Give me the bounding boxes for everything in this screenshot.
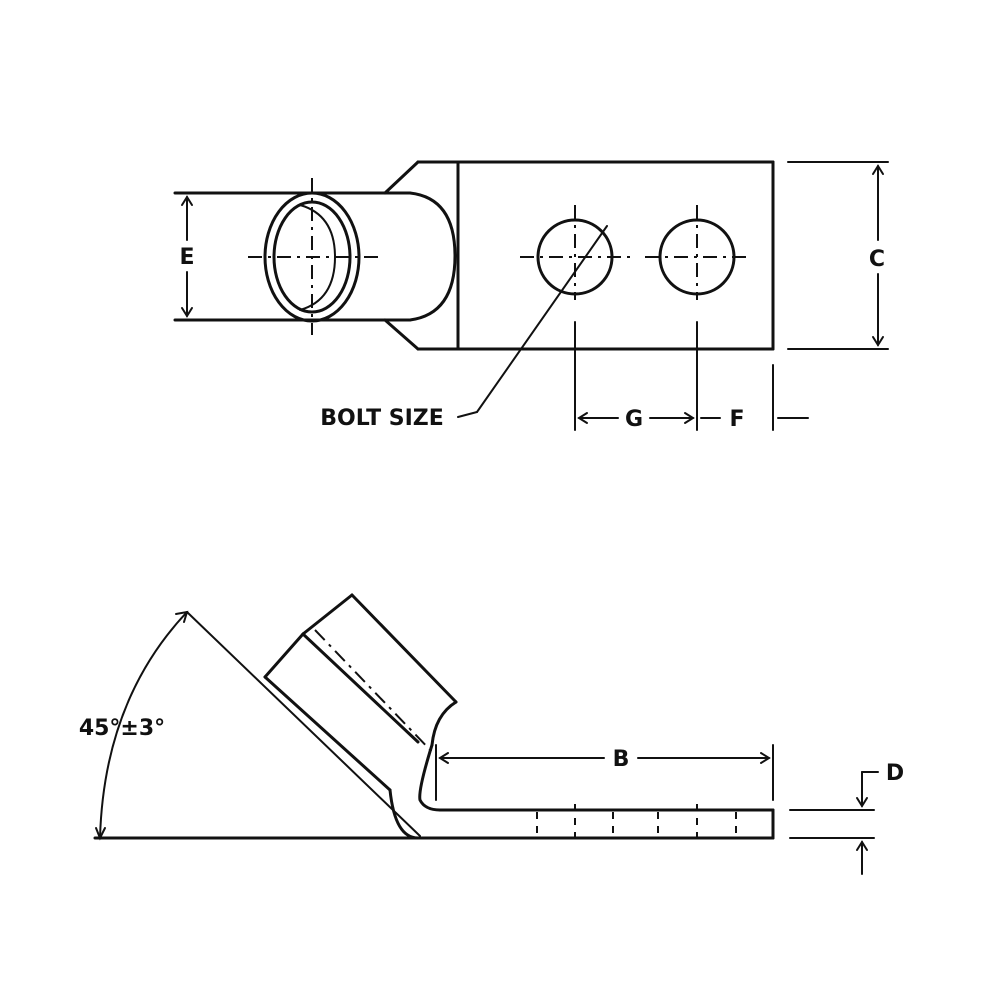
barrel: [173, 178, 457, 335]
dimension-c: C: [787, 161, 889, 350]
bolt-hole-1: [520, 205, 630, 300]
bent-tongue: [388, 743, 775, 846]
bolt-size-callout: BOLT SIZE: [320, 225, 608, 431]
angled-barrel: [263, 593, 458, 792]
angle-dimension: 45°±3°: [79, 610, 421, 841]
label-g: G: [625, 407, 643, 432]
bolt-hole-2: [645, 205, 752, 300]
dimension-e: E: [179, 195, 195, 318]
label-e: E: [179, 245, 194, 270]
label-f: F: [729, 407, 744, 432]
side-view: 45°±3°: [79, 593, 904, 875]
dimension-f: F: [700, 364, 809, 432]
top-view: E C BOLT SIZE G: [173, 160, 889, 432]
label-bolt-size: BOLT SIZE: [320, 406, 444, 431]
dimension-b: B: [435, 744, 774, 801]
label-d: D: [886, 761, 904, 786]
dimension-g: G: [574, 321, 698, 432]
label-b: B: [613, 747, 630, 772]
label-angle: 45°±3°: [79, 716, 165, 741]
label-c: C: [869, 247, 885, 272]
hole-hidden-lines: [536, 804, 737, 846]
tongue-pad: [383, 160, 775, 351]
dimension-d: D: [789, 761, 904, 875]
